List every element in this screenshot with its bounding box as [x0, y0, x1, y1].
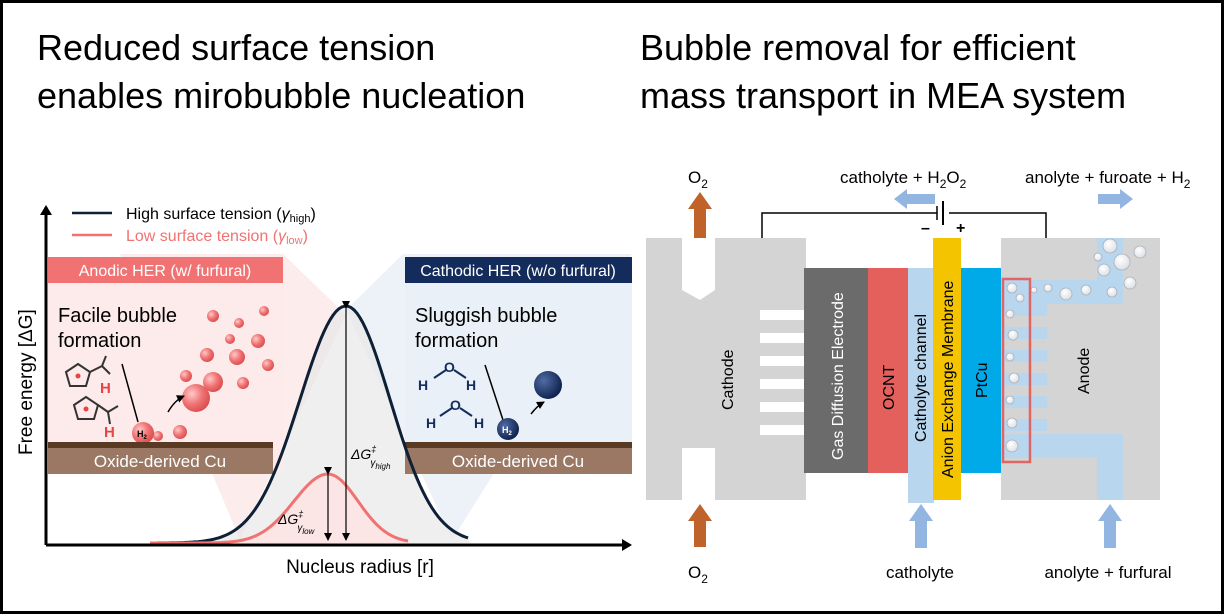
svg-text:H: H: [466, 377, 476, 393]
catholyte-in-label: catholyte: [886, 563, 954, 582]
anodic-text-line2: formation: [58, 330, 141, 352]
svg-text:H: H: [474, 415, 484, 431]
catholyte-channel-label: Catholyte channel: [913, 314, 930, 442]
water-molecule-icon: [433, 369, 473, 417]
ptcu-label: PtCu: [974, 362, 991, 398]
plus-sign: +: [956, 220, 965, 237]
left-title-line1: Reduced surface tension: [37, 27, 436, 68]
svg-text:O: O: [444, 359, 455, 375]
cathode-plate: [646, 238, 806, 500]
anodic-header-text: Anodic HER (w/ furfural): [79, 263, 252, 280]
anodic-h2-bubble: [132, 422, 154, 444]
cathodic-substrate-top: [405, 442, 632, 448]
cathodic-header: [405, 257, 632, 283]
anodic-header: [48, 257, 283, 283]
bubble-highlight-box: [1001, 277, 1032, 464]
ptcu-layer: [961, 268, 1001, 473]
right-title-line2: mass transport in MEA system: [640, 75, 1127, 116]
cathodic-box: [405, 257, 632, 472]
cathodic-release-arrow: [530, 401, 545, 415]
anode-bubbles: [1005, 238, 1147, 453]
oxygen-atom-icon: [83, 406, 89, 412]
anodic-h-label-2: H: [104, 424, 115, 441]
cathodic-h2-bubble: [497, 418, 519, 440]
ocnt-layer: [868, 268, 908, 473]
anodic-pointer-line: [121, 363, 139, 423]
anodic-release-arrow: [167, 395, 185, 413]
y-axis-label: Free energy [ΔG]: [16, 309, 37, 455]
water-atoms: H O H H O H: [418, 359, 484, 431]
cathodic-substrate: [405, 448, 632, 474]
o2-bottom-label: O2: [688, 563, 708, 586]
cathodic-large-bubble: [534, 371, 562, 399]
gde-label: Gas Diffusion Electrode: [830, 292, 847, 460]
external-circuit: [761, 201, 1047, 238]
anodic-substrate-label: Oxide-derived Cu: [94, 452, 226, 471]
oxygen-atom-icon: [75, 373, 81, 379]
aem-layer: [933, 238, 961, 500]
red-bubbles: [153, 306, 274, 453]
cathodic-substrate-label: Oxide-derived Cu: [452, 452, 584, 471]
high-surface-tension-curve: [150, 304, 469, 545]
cathode-label: Cathode: [720, 349, 737, 410]
anolyte-out-label: anolyte + furoate + H2: [1025, 168, 1191, 191]
o2-flow-arrows: [688, 192, 712, 547]
x-axis-label: Nucleus radius [r]: [286, 557, 434, 578]
anodic-h-label: H: [100, 380, 111, 397]
legend-low-label: Low surface tension (γlow): [126, 228, 308, 247]
electrolyte-flow-arrows: [894, 189, 1133, 548]
o2-top-label: O2: [688, 168, 708, 191]
cathodic-header-text: Cathodic HER (w/o furfural): [420, 263, 616, 280]
cathodic-text-line2: formation: [415, 330, 498, 352]
svg-text:H: H: [418, 377, 428, 393]
furfural-molecule-icon: [64, 355, 119, 425]
legend-high-label: High surface tension (γhigh): [126, 206, 316, 225]
barrier-low-label: ΔG‡γlow: [277, 509, 316, 536]
anodic-h2-label: H2: [137, 429, 148, 441]
svg-text:O: O: [450, 397, 461, 413]
right-title-line1: Bubble removal for efficient: [640, 27, 1076, 68]
barrier-high-label: ΔG‡γhigh: [350, 444, 391, 471]
anolyte-in-label: anolyte + furfural: [1044, 563, 1171, 582]
high-curve-area: [150, 306, 470, 543]
ocnt-label: OCNT: [881, 364, 898, 410]
gde-layer: [804, 268, 868, 473]
anodic-box: [48, 257, 283, 472]
cathode-o2-port-inner: [682, 238, 715, 300]
cathodic-h2-label: H2: [502, 425, 513, 437]
catholyte-out-label: catholyte + H2O2: [840, 168, 967, 191]
cathodic-pointer-line: [484, 364, 504, 421]
minus-sign: –: [921, 220, 930, 237]
svg-text:H: H: [426, 415, 436, 431]
left-title-line2: enables mirobubble nucleation: [37, 75, 526, 116]
cathodic-text-line1: Sluggish bubble: [415, 305, 557, 327]
anodic-substrate: [48, 448, 273, 474]
low-surface-tension-curve: [150, 472, 409, 545]
anodic-substrate-top: [48, 442, 273, 448]
catholyte-channel: [908, 268, 934, 503]
aem-label: Anion Exchange Membrane: [940, 280, 957, 478]
anodic-text-line1: Facile bubble: [58, 305, 177, 327]
anode-flow-channels: [1003, 238, 1123, 500]
anode-label: Anode: [1076, 348, 1093, 394]
